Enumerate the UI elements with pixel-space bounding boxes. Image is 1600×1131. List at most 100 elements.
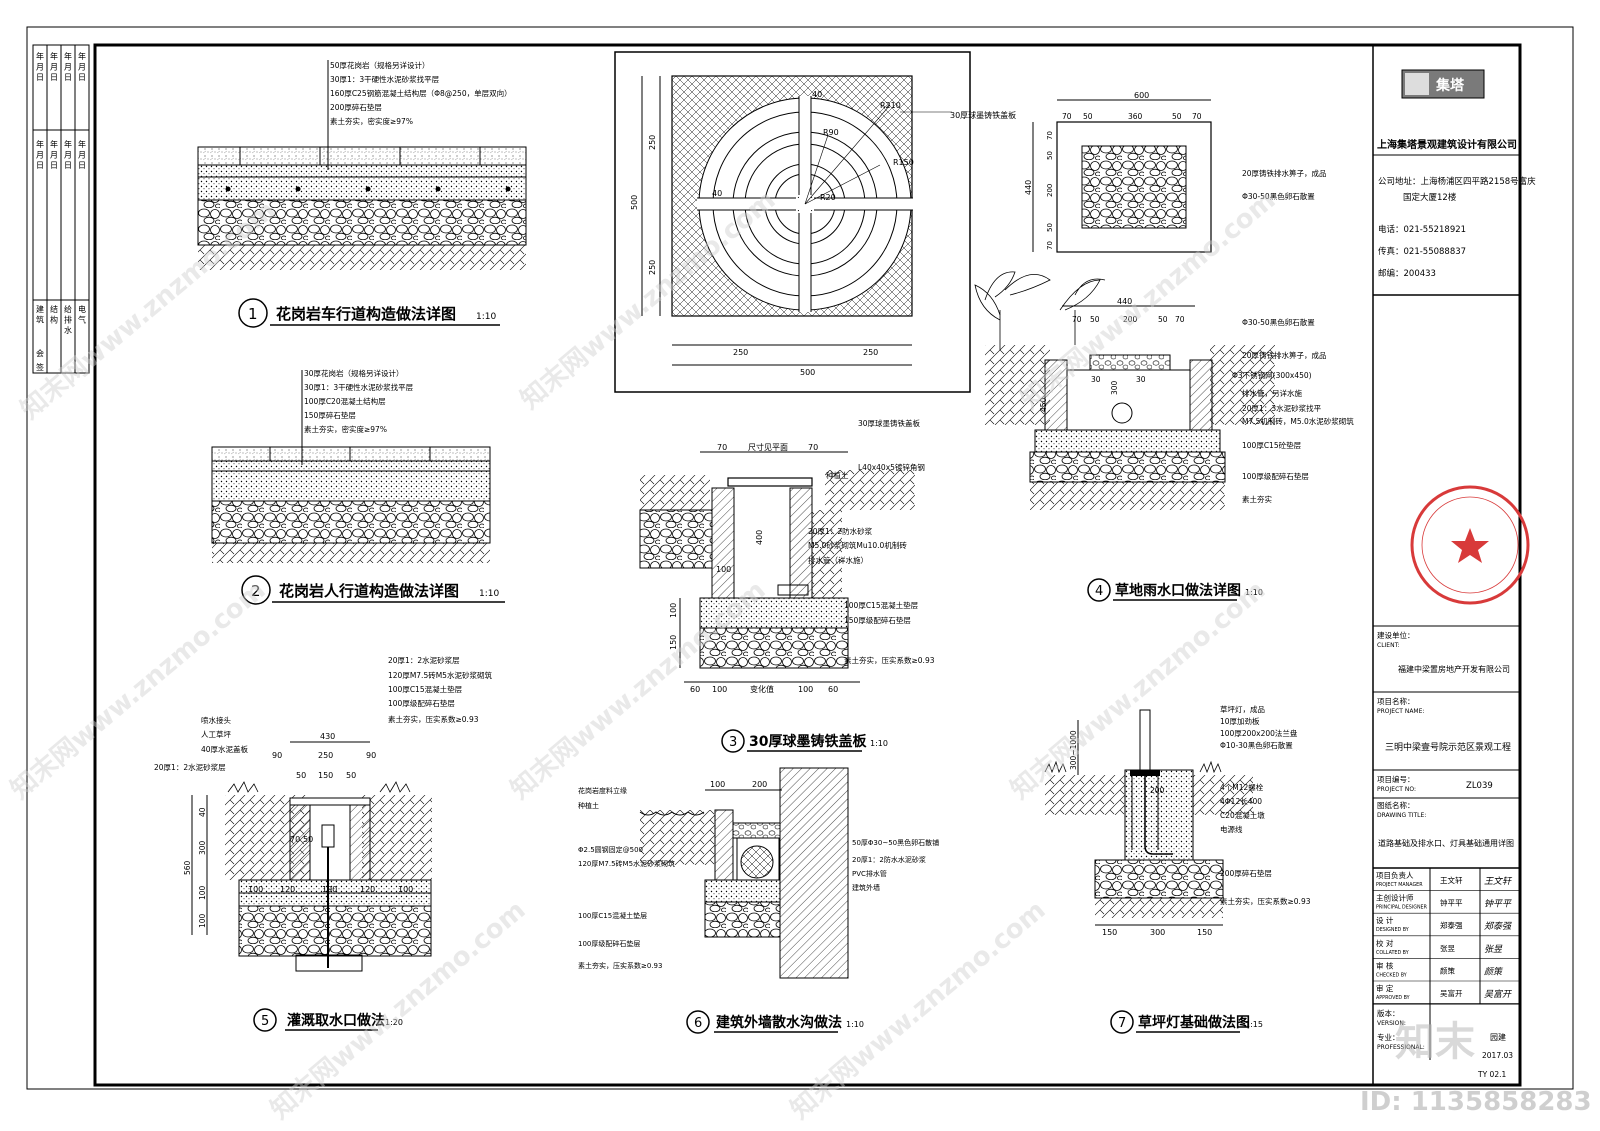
d7-dim-150b: 150 [1197,928,1212,937]
project-name: 三明中梁壹号院示范区景观工程 [1385,741,1511,753]
d3-dim-70-left: 70 [717,443,727,452]
detail-5-note: 100厚C15混凝土垫层 [388,684,463,694]
strip-date-2: 年 月 日 [50,51,59,82]
detail-3-note: 100厚C15混凝土垫层 [844,600,919,610]
company-postcode: 邮编：200433 [1378,268,1436,279]
d5-dim-50c: 50 [303,835,313,844]
signoff-role: 设 计 [1376,915,1394,925]
strip-countersign-1: 会 [36,348,44,358]
detail-7-note: 4Φ12长400 [1220,796,1262,806]
d5-dim-120a: 120 [280,885,295,894]
signoff-role: 审 定 [1376,983,1394,993]
detail-7-number: 7 [1118,1016,1126,1031]
signoff-role: 项目负责人 [1376,870,1414,880]
gravel-base [699,627,849,669]
d5-dim-120b: 120 [360,885,375,894]
strip-date-7: 年 月 日 [64,139,73,170]
d5-dim-70: 70 [290,835,300,844]
detail-1-note: 30厚1：3干硬性水泥砂浆找平层 [330,74,440,84]
plan-radius-90: R90 [823,128,839,137]
detail-7-note: 4个M12螺栓 [1220,782,1264,792]
detail-6-title: 建筑外墙散水沟做法 [716,1014,842,1031]
outer-border [26,26,1574,1090]
soil-layer [212,543,490,563]
detail-5-note: 人工草坪 [201,729,231,739]
detail-3-note: 20厚1：2防水砂浆 [808,526,873,536]
drawing-title-label-en: DRAWING TITLE: [1377,812,1426,819]
detail-5-note: 40厚水泥盖板 [201,744,249,754]
d4-plan-dim-200: 200 [1046,184,1054,197]
detail-3-note: 素土夯实，压实系数≥0.93 [844,655,935,665]
detail-5-scale: 1:20 [385,1018,403,1027]
signoff-role: 主创设计师 [1376,893,1414,903]
detail-3-note: 30厚球墨铸铁盖板 [858,418,921,428]
signoff-signature: 吴富开 [1484,989,1513,1000]
detail-2-scale: 1:10 [479,589,499,599]
plan-dim-left-500: 500 [630,195,639,210]
detail-4-note: 100厚级配碎石垫层 [1242,471,1309,481]
d7-dim-200: 200 [1150,786,1165,795]
d5-dim-40: 40 [198,807,207,817]
detail-5-notes: 喷水接头人工草坪40厚水泥盖板20厚1：2水泥砂浆层20厚1：2水泥砂浆层120… [154,655,492,772]
detail-1-scale: 1:10 [476,312,496,322]
detail-7-scale: 1:15 [1245,1020,1263,1029]
mortar-layer [197,164,527,178]
plan-radius-150: R150 [893,158,914,167]
detail-4-note: 20厚铸铁排水箅子，成品 [1242,168,1327,178]
company-address-2: 国定大厦12楼 [1403,192,1457,203]
signoff-name: 王文轩 [1440,875,1463,885]
signoff-role-en: CHECKED BY [1376,972,1407,978]
strip-date-6: 年 月 日 [50,139,59,170]
d7-dim-height: 300~1000 [1069,730,1078,770]
logo-text: 集塔 [1435,77,1465,94]
detail-5-title: 灌溉取水口做法 [287,1012,385,1029]
detail-6-note: 建筑外墙 [852,883,880,892]
detail-2-number: 2 [251,582,261,600]
detail-6-note: 素土夯实，压实系数≥0.93 [578,961,662,970]
detail-2-note: 150厚碎石垫层 [304,410,356,420]
detail-4-note: Φ30-50黑色卵石散置 [1242,191,1315,201]
project-number-label: 项目编号： [1377,774,1415,784]
strip-date-5: 年 月 日 [36,139,45,170]
detail-4-note: M7.5机制砖，M5.0水泥砂浆砌筑 [1242,416,1354,426]
detail-2-notes: 30厚花岗岩（规格另详设计）30厚1：3干硬性水泥砂浆找平层100厚C20混凝土… [304,368,414,434]
detail-1-notes: 50厚花岗岩（规格另详设计）30厚1：3干硬性水泥砂浆找平层160厚C25钢筋混… [330,60,512,126]
spray-connector-icon [321,824,335,848]
detail-5-note: 100厚级配碎石垫层 [388,698,455,708]
strip-date-8: 年 月 日 [78,139,87,170]
detail-6-note: 花岗岩度料立缘 [578,786,627,795]
detail-6-note: 种植土 [578,801,599,810]
d5-dim-300: 300 [198,840,207,855]
detail-3-note: 排水管（详水施） [808,555,868,565]
detail-1-title: 花岗岩车行道构造做法详图 [276,305,456,323]
d3-dim-150: 150 [669,635,678,650]
detail-7-note: 100厚200x200法兰盘 [1220,728,1298,738]
signoff-signature: 颜策 [1484,966,1504,977]
d4-plan-dim-70a: 70 [1062,112,1072,121]
d5-dim-90a: 90 [272,751,282,760]
d4-sec-dim-70a: 70 [1072,315,1082,324]
detail-4-lawn-rain-inlet: 600 70 50 360 50 70 440 70 50 200 70 50 … [974,91,1354,602]
project-label: 项目名称： [1377,696,1415,706]
d4-sec-dim-30b: 30 [1136,375,1146,384]
d4-sec-dim-30a: 30 [1091,375,1101,384]
strip-role-2: 结 构 [50,304,59,325]
detail-1-note: 素土夯实，密实度≥97% [330,116,413,126]
project-label-en: PROJECT NAME: [1377,708,1424,715]
detail-3-note: L40x40x5镀锌角钢 [858,462,925,472]
d3-dim-100-pipe: 100 [716,565,731,574]
professional-label-en: PROFESSIONAL: [1377,1044,1425,1051]
pebble-fill [1081,145,1187,229]
d4-plan-dim-50d: 50 [1046,223,1054,232]
d5-dim-90b: 90 [366,751,376,760]
d3-dim-400: 400 [755,530,764,545]
d5-dim-50a: 50 [296,771,306,780]
detail-1-vehicle-paving: 50厚花岗岩（规格另详设计）30厚1：3干硬性水泥砂浆找平层160厚C25钢筋混… [197,60,527,328]
watermark-4: 知末网www.znzmo.com [5,575,271,805]
concrete-layer [197,176,527,201]
drawing-title-label: 图纸名称： [1377,800,1415,810]
detail-6-note: 100厚C15混凝土垫层 [578,911,647,920]
signoff-role-en: PRINCIPAL DESIGNER [1376,905,1428,911]
d3-dim-100-base: 100 [669,603,678,618]
signoff-role: 校 对 [1376,938,1394,948]
